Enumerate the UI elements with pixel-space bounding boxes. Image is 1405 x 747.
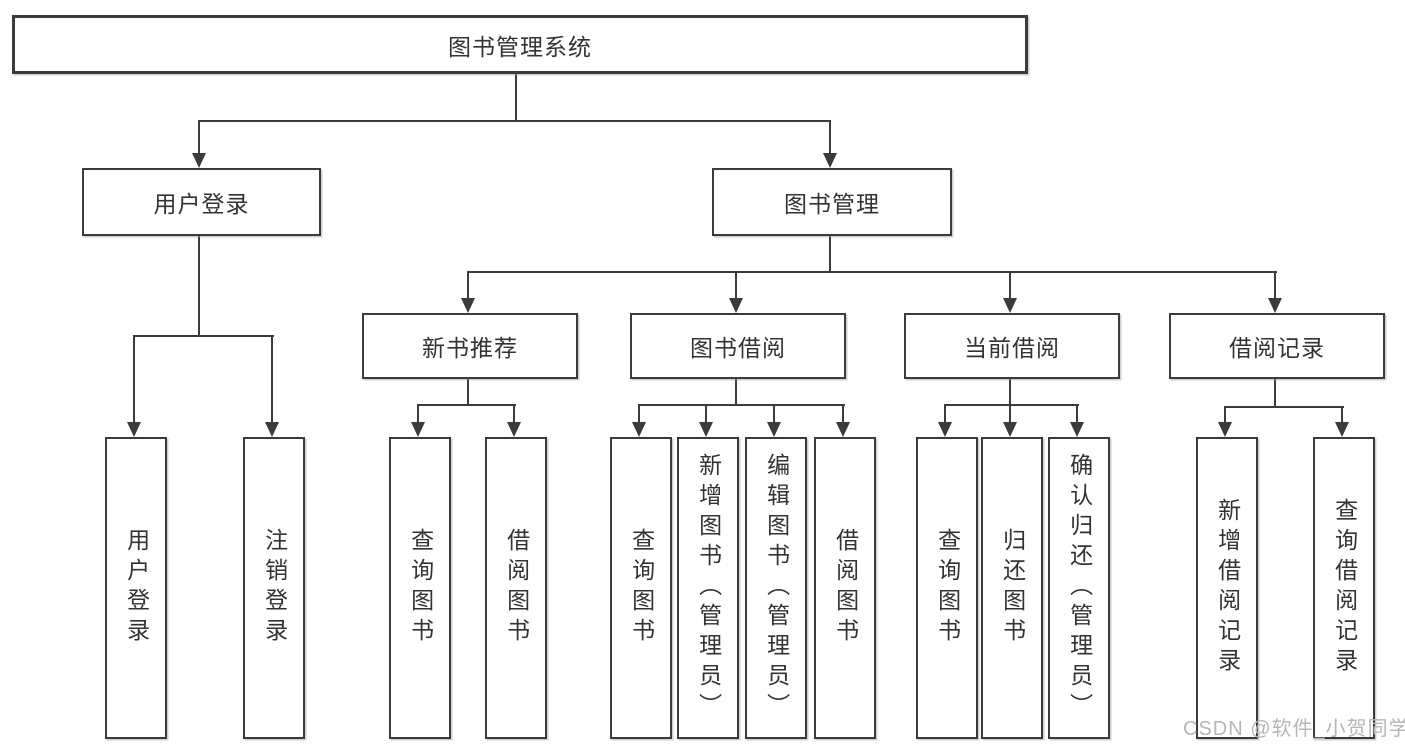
node-user-login: 用户登录 <box>82 168 321 236</box>
arrow-down-icon <box>192 153 206 168</box>
leaf-user-login: 用户登录 <box>105 437 167 739</box>
arrow-down-icon <box>127 422 141 437</box>
connector-line <box>1009 375 1011 406</box>
leaf-bb-query-books: 查询图书 <box>610 437 672 739</box>
leaf-br-add-record: 新增借阅记录 <box>1196 437 1258 739</box>
connector-line <box>513 404 515 424</box>
connector-line <box>1274 271 1276 300</box>
leaf-cb-query-books: 查询图书 <box>916 437 978 739</box>
leaf-nb-borrow-books: 借阅图书 <box>485 437 547 739</box>
watermark: CSDN @软件_小贺同学 <box>1183 718 1405 740</box>
connector-line <box>735 375 737 406</box>
connector-line <box>842 404 844 424</box>
arrow-down-icon <box>1070 422 1084 437</box>
connector-line <box>467 271 1277 273</box>
connector-line <box>638 404 640 424</box>
connector-line <box>705 404 707 424</box>
connector-line <box>1224 406 1226 424</box>
connector-line <box>198 232 200 337</box>
connector-line <box>417 404 516 406</box>
node-book-borrowing: 图书借阅 <box>630 313 846 379</box>
arrow-down-icon <box>1218 422 1232 437</box>
connector-line <box>735 271 737 300</box>
arrow-down-icon <box>507 422 521 437</box>
arrow-down-icon <box>823 153 837 168</box>
connector-line <box>198 120 831 122</box>
connector-line <box>829 232 831 273</box>
arrow-down-icon <box>729 298 743 313</box>
connector-line <box>944 404 1079 406</box>
connector-line <box>417 404 419 424</box>
arrow-down-icon <box>461 298 475 313</box>
leaf-bb-edit-books-admin: 编辑图书（管理员） <box>745 437 807 739</box>
connector-line <box>944 404 946 424</box>
node-borrowing-records: 借阅记录 <box>1169 313 1385 379</box>
arrow-down-icon <box>938 422 952 437</box>
arrow-down-icon <box>699 422 713 437</box>
connector-line <box>829 120 831 155</box>
connector-line <box>1274 375 1276 408</box>
connector-line <box>133 335 274 337</box>
connector-line <box>1009 271 1011 300</box>
node-library-management-system: 图书管理系统 <box>12 15 1028 74</box>
connector-line <box>271 335 273 424</box>
arrow-down-icon <box>767 422 781 437</box>
arrow-down-icon <box>1003 422 1017 437</box>
arrow-down-icon <box>632 422 646 437</box>
node-book-management: 图书管理 <box>712 168 952 236</box>
arrow-down-icon <box>1335 422 1349 437</box>
connector-line <box>467 375 469 406</box>
leaf-br-query-record: 查询借阅记录 <box>1313 437 1375 739</box>
arrow-down-icon <box>1268 298 1282 313</box>
leaf-cb-return-books: 归还图书 <box>981 437 1043 739</box>
leaf-nb-query-books: 查询图书 <box>389 437 451 739</box>
leaf-bb-borrow-books: 借阅图书 <box>814 437 876 739</box>
arrow-down-icon <box>1003 298 1017 313</box>
arrow-down-icon <box>265 422 279 437</box>
connector-line <box>1076 404 1078 424</box>
arrow-down-icon <box>411 422 425 437</box>
node-new-book-recommend: 新书推荐 <box>362 313 578 379</box>
connector-line <box>638 404 845 406</box>
connector-line <box>1341 406 1343 424</box>
connector-line <box>515 68 517 121</box>
node-current-borrowing: 当前借阅 <box>904 313 1120 379</box>
connector-line <box>773 404 775 424</box>
leaf-bb-add-books-admin: 新增图书（管理员） <box>677 437 739 739</box>
connector-line <box>1009 404 1011 424</box>
leaf-cb-confirm-return-admin: 确认归还（管理员） <box>1048 437 1110 739</box>
connector-line <box>133 335 135 424</box>
connector-line <box>198 120 200 155</box>
arrow-down-icon <box>836 422 850 437</box>
connector-line <box>467 271 469 300</box>
connector-line <box>1224 406 1344 408</box>
leaf-logout: 注销登录 <box>243 437 305 739</box>
